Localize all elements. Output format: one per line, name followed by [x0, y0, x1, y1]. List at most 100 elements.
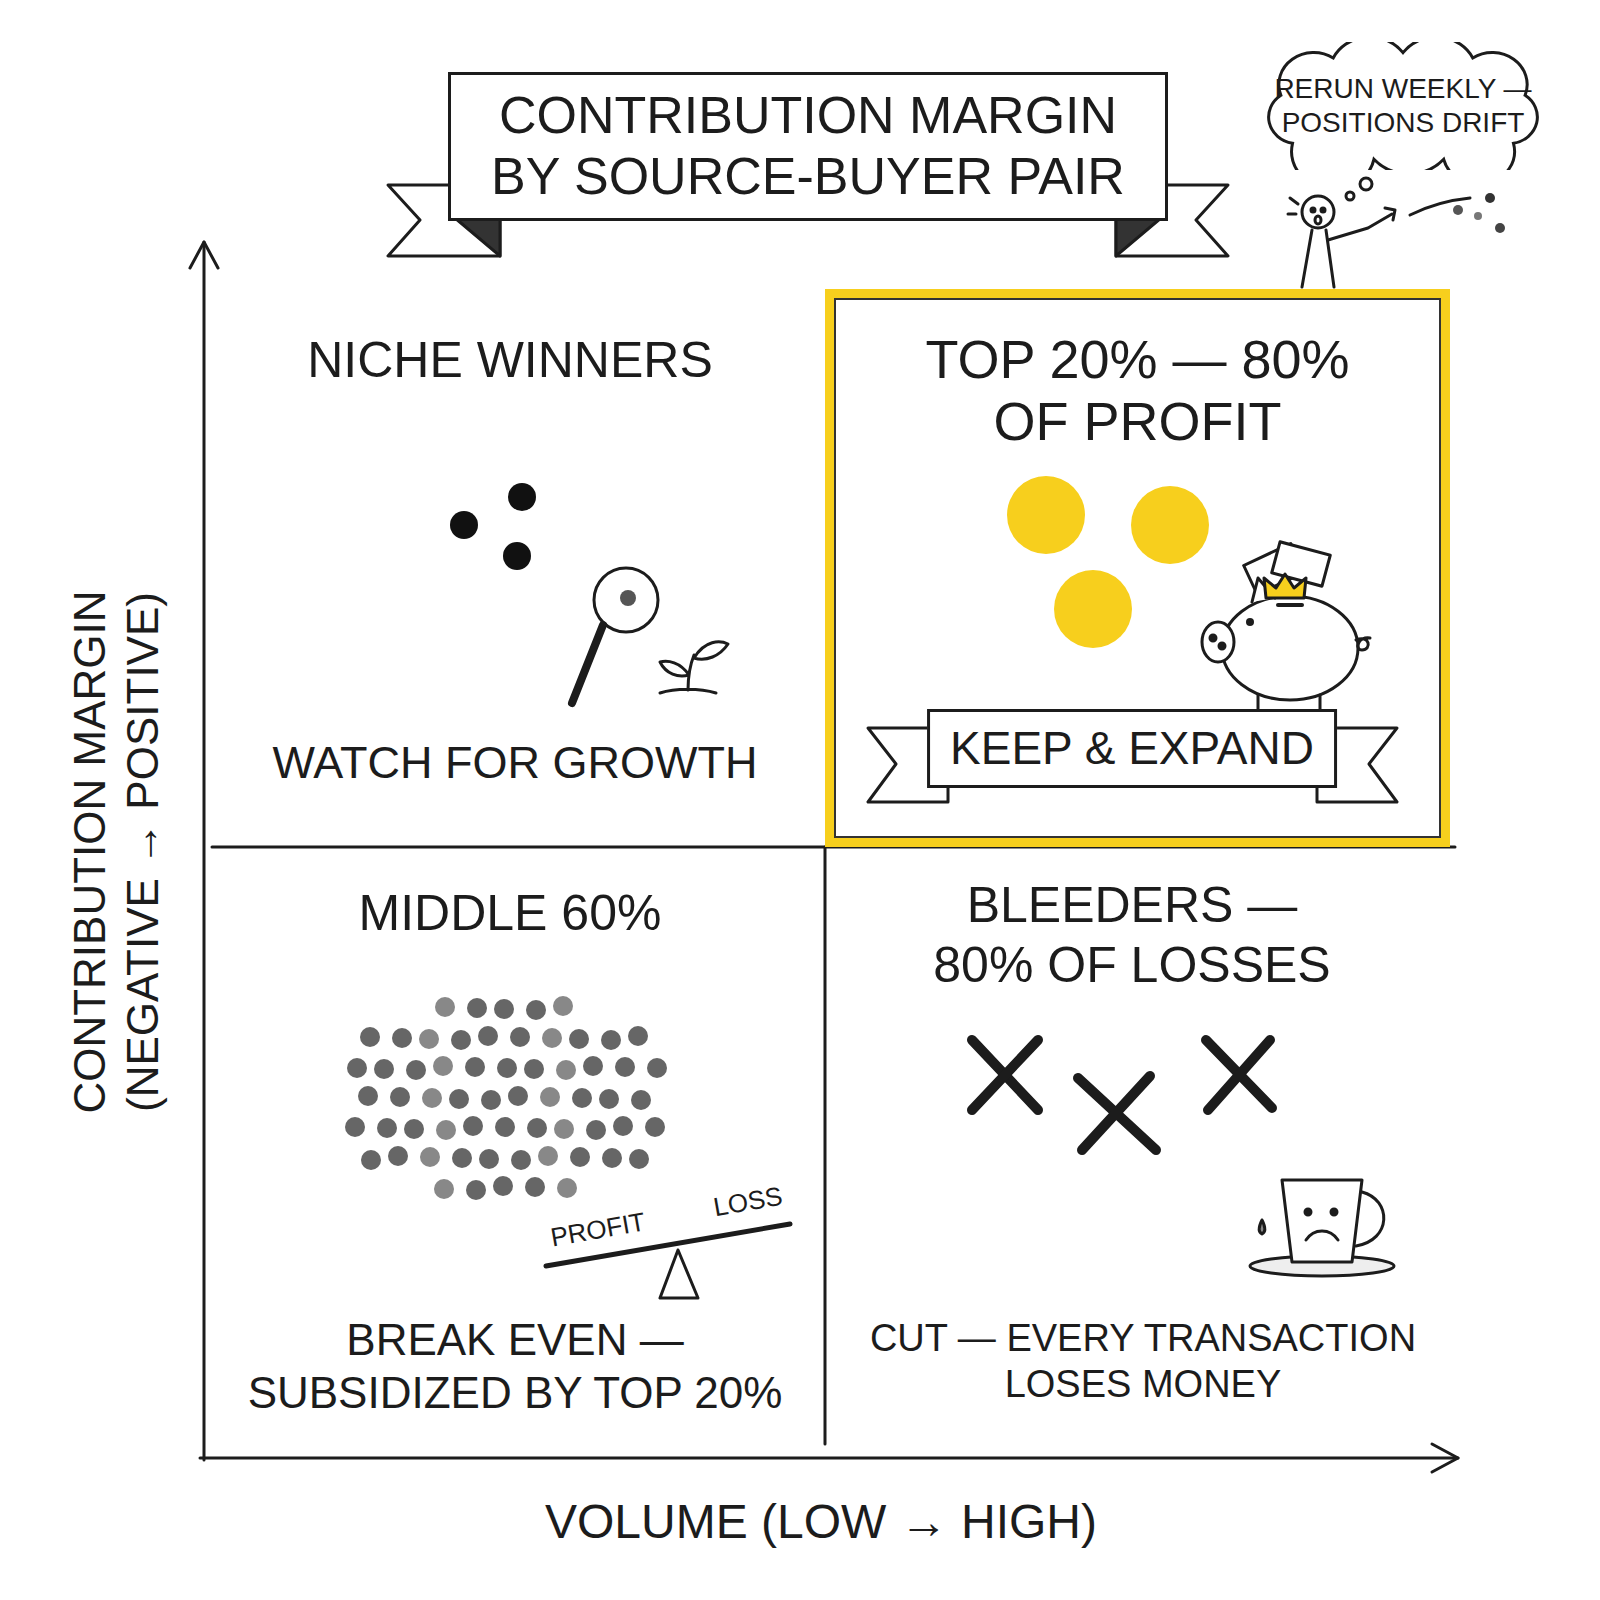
grey-dot	[358, 1086, 378, 1106]
magnifier-handle	[572, 625, 603, 703]
highlight-box: TOP 20% — 80% OF PROFIT KEEP & EXPAND	[825, 289, 1450, 847]
box-heading: TOP 20% — 80% OF PROFIT	[908, 328, 1368, 452]
profit-dot	[1054, 570, 1132, 648]
y-axis	[203, 242, 206, 1460]
grey-dot	[613, 1116, 633, 1136]
grey-dot	[390, 1087, 410, 1107]
grey-dot	[449, 1089, 469, 1109]
middle-dot-cluster	[345, 996, 667, 1200]
grey-dot	[601, 1030, 621, 1050]
grey-dot	[404, 1119, 424, 1139]
x-axis	[200, 1457, 1458, 1460]
grey-dot	[572, 1088, 592, 1108]
grey-dot	[527, 1118, 547, 1138]
niche-dot	[450, 511, 478, 539]
sprout	[660, 642, 728, 693]
axis-label: VOLUME (LOW → HIGH)	[545, 1493, 1097, 1551]
grey-dot	[419, 1029, 439, 1049]
grey-dot	[435, 997, 455, 1017]
grey-dot	[556, 1060, 576, 1080]
grey-dot	[493, 1176, 513, 1196]
grey-dot	[481, 1090, 501, 1110]
grey-dot	[420, 1147, 440, 1167]
grey-dot	[436, 1120, 456, 1140]
grey-dot	[495, 1117, 515, 1137]
piggy-bank	[1202, 542, 1370, 712]
grey-dot	[508, 1086, 528, 1106]
magnifier-glint	[620, 590, 636, 606]
title-banner: CONTRIBUTION MARGIN BY SOURCE-BUYER PAIR	[448, 72, 1168, 221]
grey-dot	[451, 1030, 471, 1050]
grey-dot	[629, 1149, 649, 1169]
grey-dot	[377, 1118, 397, 1138]
seesaw-label: PROFIT	[548, 1206, 647, 1253]
grey-dot	[497, 1058, 517, 1078]
axis-label: CONTRIBUTION MARGIN (NEGATIVE → POSITIVE…	[64, 502, 170, 1202]
grey-dot	[347, 1058, 367, 1078]
axis-arrowhead	[1432, 1444, 1458, 1472]
grey-dot	[433, 1056, 453, 1076]
grey-dot	[631, 1090, 651, 1110]
grey-dot	[345, 1117, 365, 1137]
grey-dot	[525, 1177, 545, 1197]
grey-dot	[570, 1147, 590, 1167]
grey-dot	[374, 1059, 394, 1079]
grey-dot	[510, 1027, 530, 1047]
banner-text: KEEP & EXPAND	[950, 722, 1314, 775]
bubble-text: RERUN WEEKLY — POSITIONS DRIFT	[1271, 72, 1536, 139]
grey-dot	[615, 1057, 635, 1077]
grey-dot	[647, 1058, 667, 1078]
grey-dot	[463, 1116, 483, 1136]
axis-arrowhead	[190, 242, 218, 268]
niche-dot	[508, 483, 536, 511]
grey-dot	[538, 1146, 558, 1166]
grey-dot	[494, 999, 514, 1019]
grey-dot	[526, 1000, 546, 1020]
grey-dot	[554, 1119, 574, 1139]
grey-dot	[511, 1150, 531, 1170]
grey-dot	[553, 996, 573, 1016]
grey-dot	[542, 1028, 562, 1048]
leaking-bucket	[1250, 1180, 1394, 1276]
grey-dot	[557, 1178, 577, 1198]
ribbon-banner: KEEP & EXPAND	[927, 709, 1337, 788]
grey-dot	[392, 1028, 412, 1048]
grey-dot	[466, 1180, 486, 1200]
grey-dot	[388, 1146, 408, 1166]
grey-dot	[452, 1148, 472, 1168]
grey-dot	[569, 1029, 589, 1049]
profit-dot	[1007, 476, 1085, 554]
grey-dot	[586, 1120, 606, 1140]
grey-dot	[478, 1026, 498, 1046]
ribbon-fold	[1116, 218, 1161, 256]
thought-bubble: RERUN WEEKLY — POSITIONS DRIFT	[1246, 42, 1560, 170]
seesaw-pivot	[660, 1250, 698, 1298]
quadrant-heading: MIDDLE 60%	[359, 883, 662, 943]
profit-dot	[1131, 486, 1209, 564]
quadrant-note: BREAK EVEN — SUBSIDIZED BY TOP 20%	[235, 1314, 795, 1420]
grey-dot	[583, 1056, 603, 1076]
quadrant-note: WATCH FOR GROWTH	[273, 736, 758, 790]
grey-dot	[645, 1117, 665, 1137]
quadrant-note: CUT — EVERY TRANSACTION LOSES MONEY	[858, 1316, 1428, 1407]
seesaw-label: LOSS	[711, 1181, 785, 1224]
grey-dot	[479, 1149, 499, 1169]
quadrant-divider	[824, 847, 827, 1444]
grey-dot	[434, 1179, 454, 1199]
niche-dot	[503, 542, 531, 570]
grey-dot	[361, 1150, 381, 1170]
grey-dot	[628, 1026, 648, 1046]
grey-dot	[465, 1057, 485, 1077]
worried-person	[1288, 178, 1505, 287]
grey-dot	[406, 1060, 426, 1080]
grey-dot	[540, 1087, 560, 1107]
grey-dot	[360, 1027, 380, 1047]
ribbon-fold	[455, 218, 500, 256]
grey-dot	[599, 1089, 619, 1109]
cross-marks	[972, 1040, 1272, 1150]
grey-dot	[467, 998, 487, 1018]
grey-dot	[524, 1059, 544, 1079]
grey-dot	[602, 1148, 622, 1168]
quadrant-heading: NICHE WINNERS	[307, 330, 713, 390]
